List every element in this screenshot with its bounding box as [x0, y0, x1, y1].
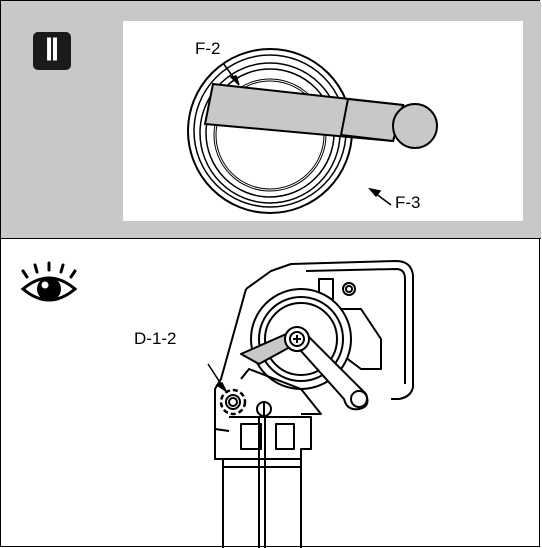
label-f3: F-3: [395, 193, 421, 212]
wrench-tool: [203, 82, 438, 149]
step-number-badge: Ⅱ: [33, 32, 71, 70]
dial-wrench-illustration: [187, 48, 438, 214]
illustration-box: F-2 F-3: [123, 21, 523, 221]
label-f2: F-2: [195, 39, 221, 58]
eye-icon: [20, 261, 78, 302]
step-panel: Ⅱ: [1, 1, 541, 239]
label-d12: D-1-2: [134, 329, 177, 348]
view-panel: D-1-2: [1, 239, 541, 548]
mechanism-illustration: [207, 260, 414, 548]
